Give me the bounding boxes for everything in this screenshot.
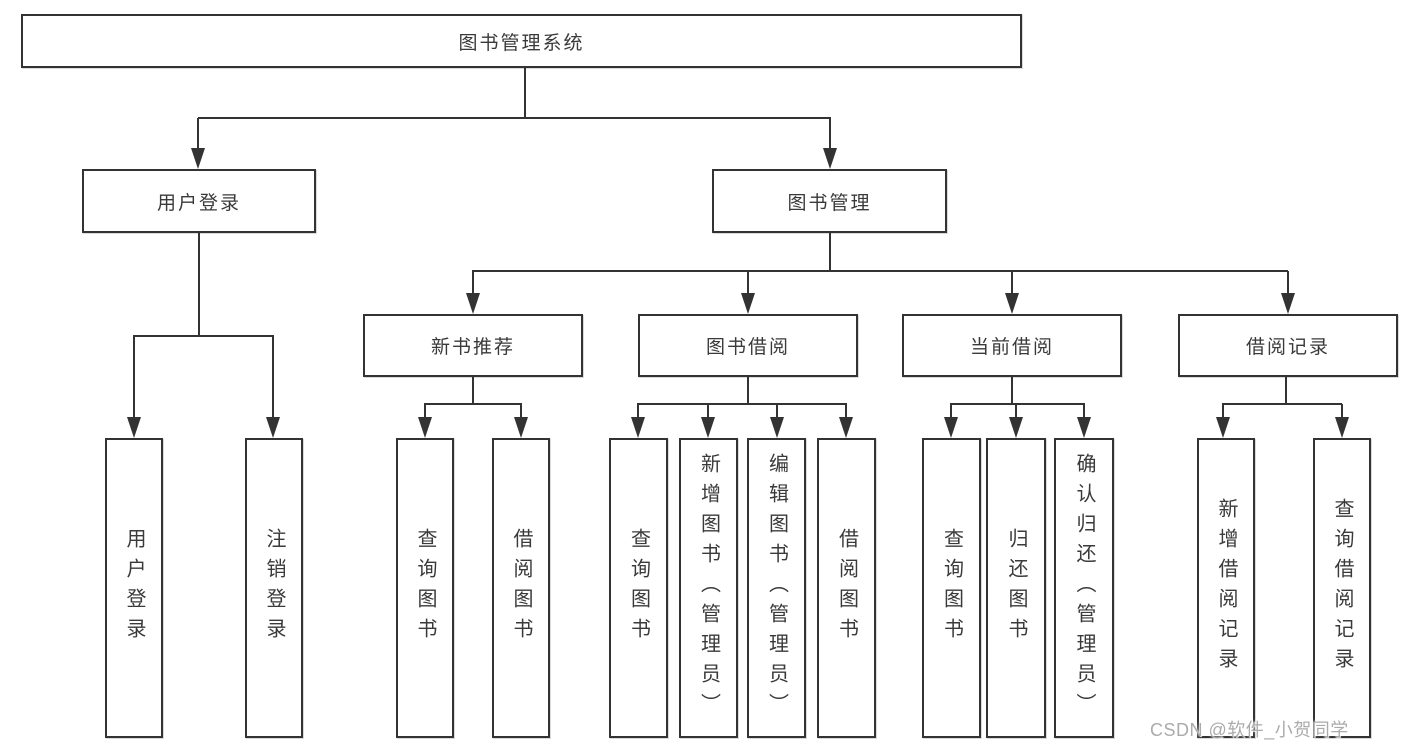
arrowhead-leaf-login <box>127 417 141 438</box>
leaf-user-login-label: 用户登录 <box>123 528 145 648</box>
arrowhead-currentborrow <box>1005 293 1019 314</box>
arrowhead-g4-leaf1 <box>944 417 958 438</box>
arrowhead-borrowrecords <box>1281 293 1295 314</box>
connector-g3-stem4 <box>845 404 847 420</box>
node-book-borrow: 图书借阅 <box>638 314 858 377</box>
connector-g4-stem1 <box>950 404 952 420</box>
node-book-management: 图书管理 <box>712 169 947 233</box>
node-user-login: 用户登录 <box>82 169 316 233</box>
connector-g3-trunk <box>747 377 749 405</box>
arrowhead-g3-leaf2 <box>701 417 715 438</box>
connector-stem-user-login <box>197 118 199 151</box>
leaf-query-borrow-record: 查询借阅记录 <box>1313 438 1371 738</box>
connector-stem-leaf-login <box>133 336 135 420</box>
leaf-query-books-recommend-label: 查询图书 <box>414 528 436 648</box>
leaf-borrow-books: 借阅图书 <box>817 438 876 738</box>
connector-g4-stem2 <box>1015 404 1017 420</box>
arrowhead-newbook <box>466 293 480 314</box>
leaf-query-borrow-record-label: 查询借阅记录 <box>1331 498 1353 678</box>
connector-g4-stem3 <box>1083 404 1085 420</box>
node-book-borrow-label: 图书借阅 <box>705 337 790 358</box>
node-root: 图书管理系统 <box>21 14 1022 68</box>
connector-userlogin-branch <box>133 335 274 337</box>
node-current-borrow: 当前借阅 <box>902 314 1122 377</box>
connector-g3-stem1 <box>637 404 639 420</box>
arrowhead-book-mgmt <box>823 148 837 169</box>
arrowhead-g4-leaf3 <box>1077 417 1091 438</box>
connector-g3-branch <box>637 403 847 405</box>
leaf-confirm-return-admin-label: 确认归还（管理员） <box>1073 453 1095 723</box>
arrowhead-g4-leaf2 <box>1009 417 1023 438</box>
connector-g5-branch <box>1222 403 1342 405</box>
connector-g2-branch <box>424 403 522 405</box>
connector-bookmgmt-branch <box>472 270 1288 272</box>
connector-stem-currentborrow <box>1011 271 1013 296</box>
connector-stem-leaf-logout <box>272 336 274 420</box>
connector-root-branch <box>198 117 831 119</box>
arrowhead-g3-leaf4 <box>839 417 853 438</box>
arrowhead-g3-leaf1 <box>631 417 645 438</box>
node-borrow-records: 借阅记录 <box>1178 314 1398 377</box>
connector-g4-trunk <box>1011 377 1013 405</box>
leaf-query-books-recommend: 查询图书 <box>396 438 454 738</box>
connector-g3-stem2 <box>707 404 709 420</box>
connector-userlogin-trunk <box>198 233 200 337</box>
leaf-borrow-books-recommend-label: 借阅图书 <box>510 528 532 648</box>
node-new-book-recommend: 新书推荐 <box>363 314 583 377</box>
connector-g4-branch <box>950 403 1085 405</box>
leaf-add-books-admin-label: 新增图书（管理员） <box>697 453 720 723</box>
leaf-query-books-current-label: 查询图书 <box>940 528 963 648</box>
leaf-user-login: 用户登录 <box>105 438 163 738</box>
arrowhead-g2-leaf2 <box>514 417 528 438</box>
leaf-edit-books-admin-label: 编辑图书（管理员） <box>765 453 788 723</box>
node-new-book-recommend-label: 新书推荐 <box>430 337 515 358</box>
node-user-login-label: 用户登录 <box>156 192 241 214</box>
node-current-borrow-label: 当前借阅 <box>969 337 1054 358</box>
leaf-add-borrow-record: 新增借阅记录 <box>1197 438 1255 738</box>
connector-bookmgmt-trunk <box>829 233 831 272</box>
leaf-borrow-books-recommend: 借阅图书 <box>492 438 550 738</box>
csdn-watermark: CSDN @软件_小贺同学 <box>1150 720 1349 740</box>
connector-g3-stem3 <box>776 404 778 420</box>
connector-g2-trunk <box>472 377 474 405</box>
leaf-edit-books-admin: 编辑图书（管理员） <box>747 438 806 738</box>
arrowhead-bookborrow <box>741 293 755 314</box>
arrowhead-g3-leaf3 <box>770 417 784 438</box>
node-book-management-label: 图书管理 <box>787 192 872 214</box>
arrowhead-g5-leaf2 <box>1335 417 1349 438</box>
connector-g5-stem1 <box>1222 404 1224 420</box>
leaf-logout-label: 注销登录 <box>263 528 285 648</box>
leaf-add-borrow-record-label: 新增借阅记录 <box>1215 498 1237 678</box>
connector-root-trunk <box>524 68 526 118</box>
connector-stem-borrowrecords <box>1287 271 1289 296</box>
leaf-query-books-borrow: 查询图书 <box>609 438 668 738</box>
arrowhead-leaf-logout <box>266 417 280 438</box>
connector-g2-stem2 <box>520 404 522 420</box>
node-borrow-records-label: 借阅记录 <box>1245 337 1330 358</box>
connector-stem-bookborrow <box>747 271 749 296</box>
arrowhead-g5-leaf1 <box>1216 417 1230 438</box>
leaf-query-books-borrow-label: 查询图书 <box>627 528 650 648</box>
connector-stem-book-mgmt <box>829 118 831 151</box>
leaf-query-books-current: 查询图书 <box>922 438 981 738</box>
connector-g5-trunk <box>1285 377 1287 405</box>
connector-stem-newbook <box>472 271 474 296</box>
arrowhead-user-login <box>191 148 205 169</box>
node-root-label: 图书管理系统 <box>458 32 585 54</box>
leaf-borrow-books-label: 借阅图书 <box>835 528 858 648</box>
leaf-return-books: 归还图书 <box>986 438 1046 738</box>
leaf-add-books-admin: 新增图书（管理员） <box>679 438 738 738</box>
arrowhead-g2-leaf1 <box>418 417 432 438</box>
connector-g2-stem1 <box>424 404 426 420</box>
leaf-confirm-return-admin: 确认归还（管理员） <box>1054 438 1114 738</box>
leaf-logout: 注销登录 <box>245 438 303 738</box>
connector-g5-stem2 <box>1341 404 1343 420</box>
leaf-return-books-label: 归还图书 <box>1005 528 1027 648</box>
